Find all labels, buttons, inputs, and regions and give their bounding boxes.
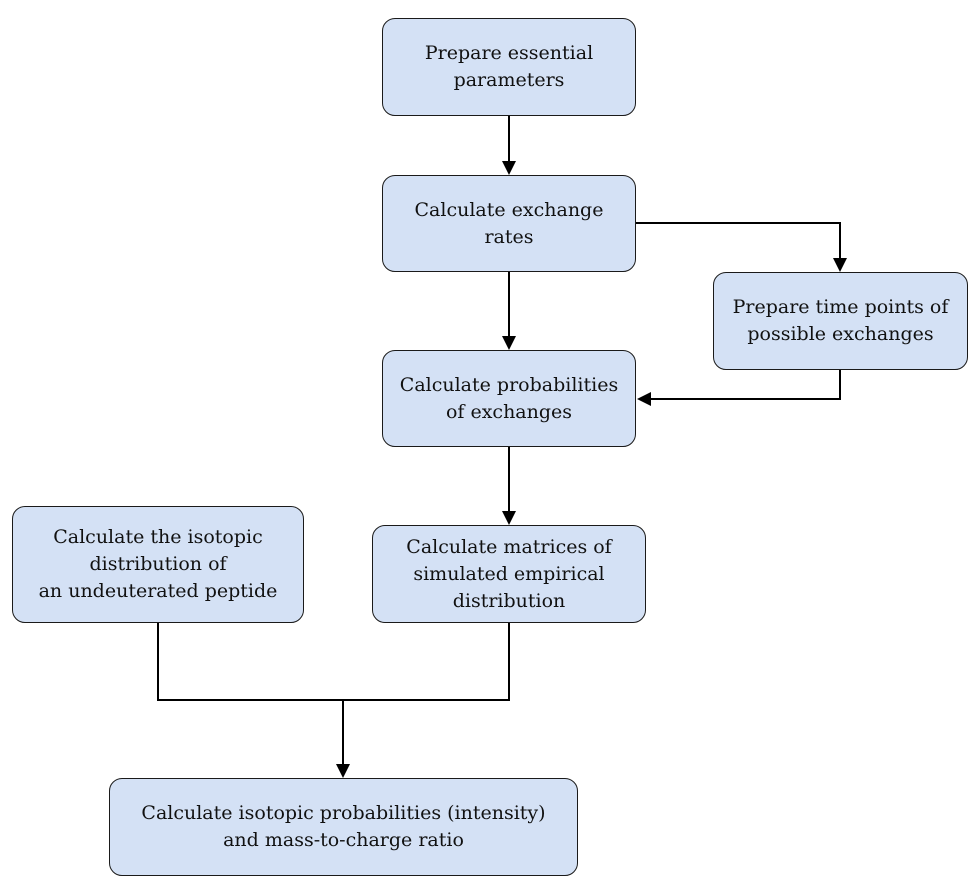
node-calc-probabilities: Calculate probabilities of exchanges	[382, 350, 636, 447]
node-prepare-parameters-label: Prepare essential parameters	[424, 42, 594, 91]
node-calc-matrices: Calculate matrices of simulated empirica…	[372, 525, 646, 623]
node-prepare-parameters: Prepare essential parameters	[382, 18, 636, 116]
edge-rates-to-time-points	[636, 222, 841, 259]
node-calc-exchange-rates: Calculate exchange rates	[382, 175, 636, 272]
node-prepare-time-points: Prepare time points of possible exchange…	[713, 272, 968, 370]
node-calc-exchange-rates-label: Calculate exchange rates	[414, 198, 604, 248]
edge-isotopic-distribution-to-merge	[157, 623, 343, 701]
arrowhead-rates-to-probabilities	[502, 336, 516, 350]
arrowhead-parameters-to-rates	[502, 161, 516, 175]
node-calc-probabilities-label: Calculate probabilities of exchanges	[399, 373, 619, 423]
arrowhead-probabilities-to-matrices	[502, 511, 516, 525]
edge-time-points-to-probabilities	[650, 370, 841, 400]
arrowhead-rates-to-time-points	[833, 258, 847, 272]
node-calc-isotopic-distribution-label: Calculate the isotopic distribution of a…	[38, 526, 278, 602]
edge-matrices-to-merge	[343, 623, 510, 701]
node-calc-isotopic-distribution: Calculate the isotopic distribution of a…	[12, 506, 304, 623]
arrowhead-time-points-to-probabilities	[637, 392, 651, 406]
node-calc-isotopic-probabilities: Calculate isotopic probabilities (intens…	[109, 778, 578, 876]
node-prepare-time-points-label: Prepare time points of possible exchange…	[732, 296, 949, 345]
node-calc-matrices-label: Calculate matrices of simulated empirica…	[406, 535, 612, 612]
arrowhead-merge-to-final	[336, 764, 350, 778]
node-calc-isotopic-probabilities-label: Calculate isotopic probabilities (intens…	[141, 802, 546, 851]
